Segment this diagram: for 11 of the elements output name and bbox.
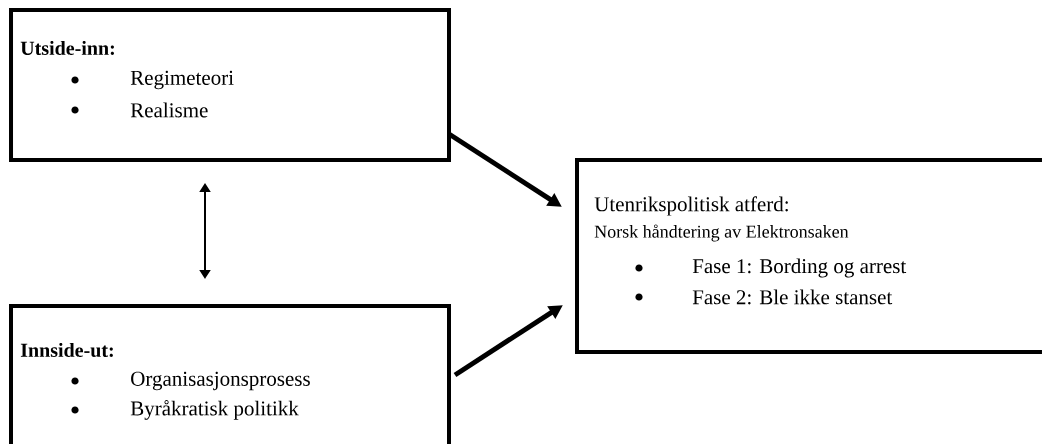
subheading: Norsk håndtering av Elektronsaken [594,224,849,242]
list-item: Regimeteori [130,70,234,90]
list-item: Fase 1: Bording og arrest [692,258,907,278]
list-item: Fase 2: Ble ikke stanset [692,289,893,305]
list-item: Byråkratisk politikk [130,400,299,420]
list-item: Organisasjonsprosess [131,371,310,391]
heading: Innside-ut: [20,342,113,358]
arrow [199,183,211,279]
heading: Utenrikspolitisk atferd: [594,196,788,216]
heading: Utside-inn: [20,40,114,56]
list-item: Realisme [130,102,208,118]
